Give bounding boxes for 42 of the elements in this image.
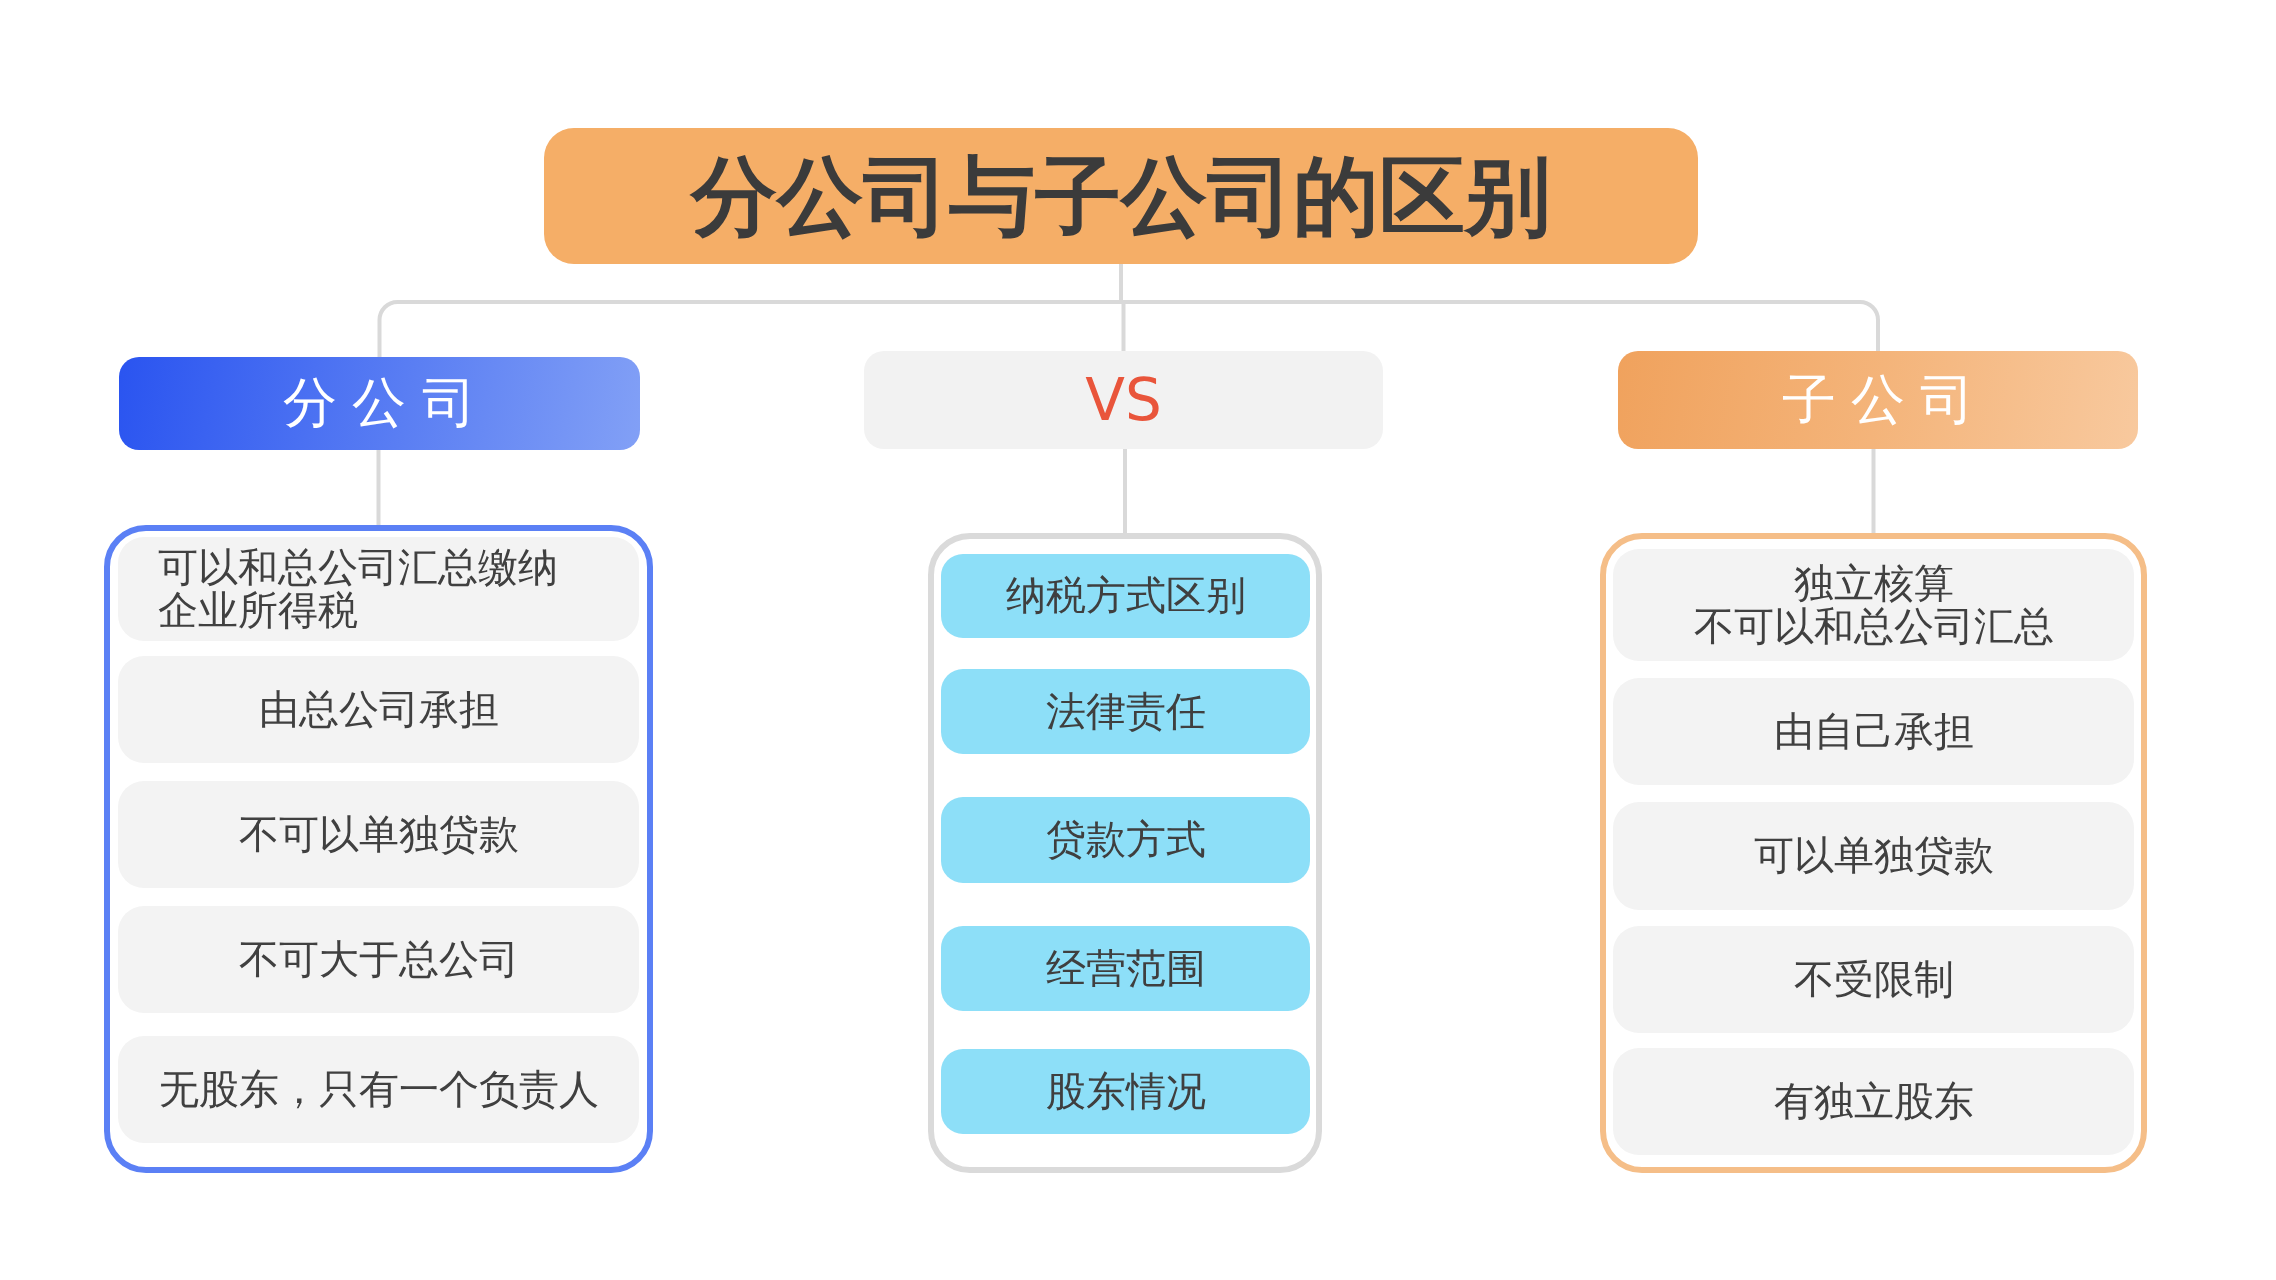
- connector-line: [1871, 449, 1876, 533]
- card-text: 可以和总公司汇总缴纳企业所得税: [158, 545, 559, 633]
- versus-text: VS: [1085, 368, 1162, 432]
- card-text: 股东情况: [1045, 1069, 1206, 1114]
- card-text: 经营范围: [1045, 946, 1206, 991]
- category-card: [941, 554, 1310, 638]
- comparison-card: [1613, 549, 2134, 661]
- card-text: 可以单独贷款: [1753, 834, 1994, 878]
- column-panel: [928, 533, 1322, 1173]
- category-card: [941, 669, 1310, 754]
- card-text: 纳税方式区别: [1005, 574, 1246, 618]
- column-header: [119, 357, 640, 450]
- versus-header: [864, 351, 1383, 449]
- category-card: [941, 926, 1310, 1011]
- title-banner: [544, 128, 1698, 264]
- card-text: 不受限制: [1793, 957, 1954, 1002]
- comparison-card: [118, 537, 639, 641]
- column-panel: [104, 525, 653, 1173]
- column-header: [1618, 351, 2138, 449]
- title-text: 分公司与子公司的区别: [691, 149, 1551, 243]
- connector-line: [1123, 449, 1127, 533]
- card-text: 有独立股东: [1773, 1079, 1974, 1124]
- comparison-card: [1613, 1048, 2134, 1155]
- card-text: 由自己承担: [1773, 709, 1974, 754]
- card-text: 由总公司承担: [258, 687, 499, 732]
- card-text: 独立核算: [1793, 561, 1954, 605]
- card-text: 无股东，只有一个负责人: [158, 1067, 599, 1112]
- header-text: 分公司: [282, 374, 491, 433]
- connector-line: [1121, 300, 1880, 351]
- card-text: 法律责任: [1045, 689, 1206, 734]
- connector-line: [376, 450, 381, 525]
- card-text: 不可以单独贷款: [238, 812, 519, 857]
- category-card: [941, 1049, 1310, 1134]
- category-card: [941, 797, 1310, 883]
- card-text: 不可大于总公司: [238, 937, 519, 982]
- connector-line: [1119, 264, 1123, 302]
- connector-line: [377, 300, 1121, 357]
- column-panel: [1600, 533, 2147, 1173]
- card-text: 贷款方式: [1045, 818, 1206, 862]
- header-text: 子公司: [1780, 370, 1990, 430]
- card-text: 不可以和总公司汇总: [1693, 605, 2054, 649]
- connector-line: [1121, 302, 1126, 351]
